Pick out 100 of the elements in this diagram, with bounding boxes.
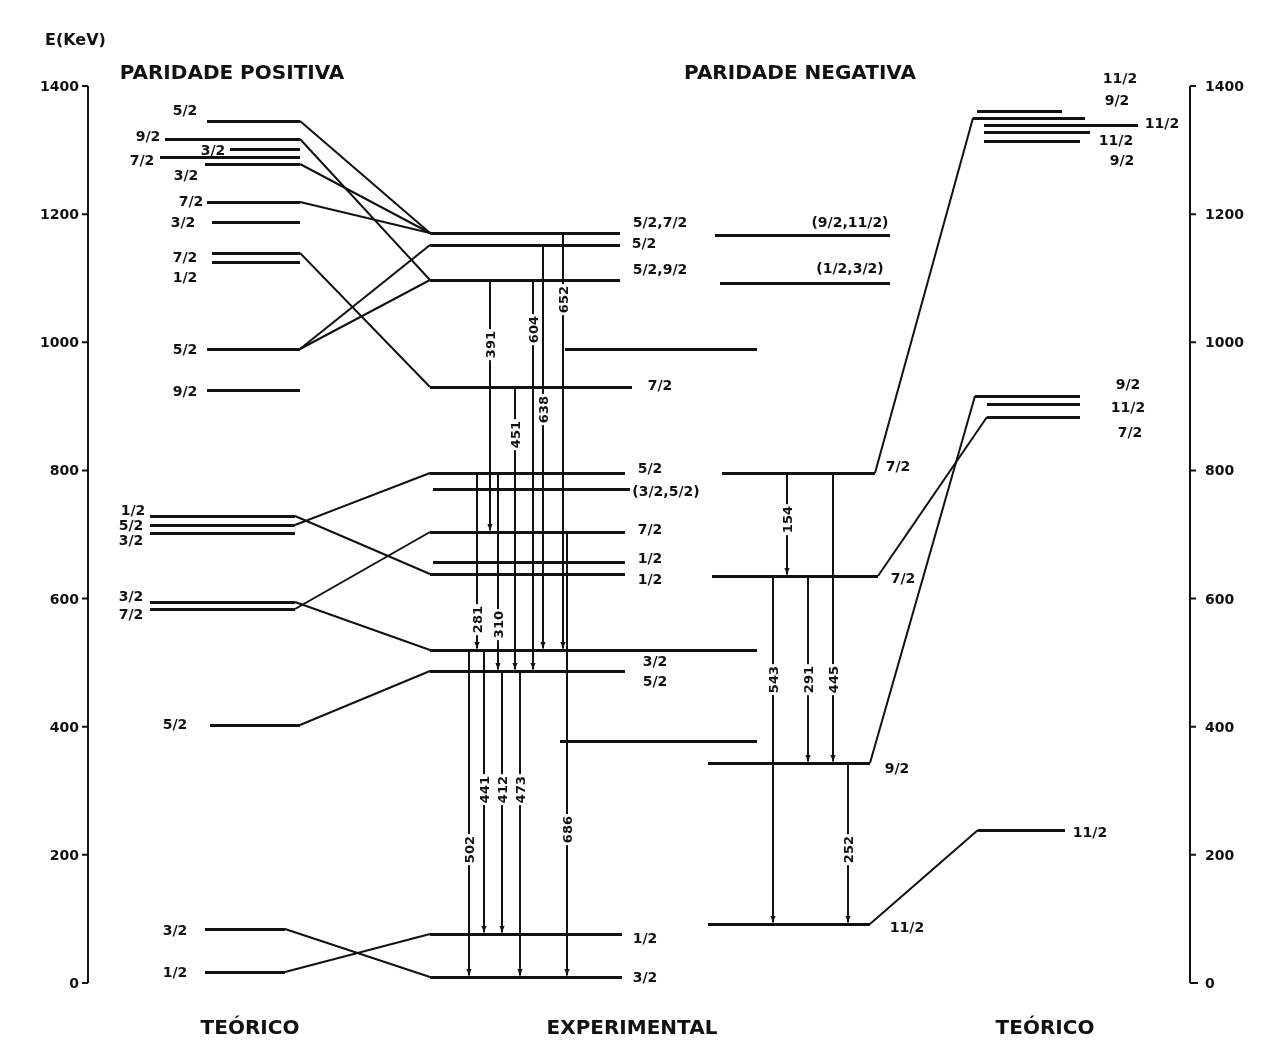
heading-text: TEÓRICO — [200, 1017, 300, 1037]
energy-level-line — [430, 669, 625, 673]
spin-label: 3/2 — [632, 970, 658, 984]
energy-level-line — [207, 119, 300, 123]
transition-arrow — [512, 387, 518, 671]
edge-label: 502 — [462, 834, 476, 866]
correlation-line — [299, 252, 431, 388]
correlation-line — [294, 531, 431, 610]
spin-label: 3/2 — [162, 923, 188, 937]
energy-level-line — [433, 560, 625, 564]
energy-level-line — [430, 385, 632, 389]
axis-tick-label: 0 — [1205, 976, 1215, 990]
edge-label: 473 — [513, 774, 527, 806]
correlation-line — [869, 829, 979, 925]
energy-level-line — [212, 220, 300, 224]
energy-level-line — [165, 137, 300, 141]
energy-level-line — [978, 828, 1065, 832]
energy-level-line — [205, 162, 300, 166]
spin-label: 1/2 — [637, 551, 663, 565]
spin-label: 7/2 — [890, 571, 916, 585]
spin-label: 11/2 — [1102, 71, 1138, 85]
transition-arrow — [499, 671, 505, 934]
spin-label: 3/2 — [170, 215, 196, 229]
spin-label: (3/2,5/2) — [632, 484, 700, 498]
energy-level-line — [708, 922, 870, 926]
spin-label: 5/2 — [172, 103, 198, 117]
energy-level-line — [433, 487, 630, 491]
spin-label: 3/2 — [118, 589, 144, 603]
spin-label: 1/2 — [637, 572, 663, 586]
spin-label: 5/2 — [118, 518, 144, 532]
edge-label: 310 — [491, 609, 505, 641]
edge-label: 543 — [766, 664, 780, 696]
energy-level-line — [150, 531, 295, 535]
spin-label: 1/2 — [172, 270, 198, 284]
edge-label: 441 — [477, 774, 491, 806]
energy-level-line — [210, 723, 300, 727]
edge-label: 412 — [495, 774, 509, 806]
correlation-line — [299, 163, 431, 234]
spin-label: 11/2 — [1098, 133, 1134, 147]
energy-level-line — [977, 109, 1062, 113]
energy-level-line — [212, 260, 300, 264]
heading-text: TEÓRICO — [995, 1017, 1095, 1037]
axis-tick-label: 1200 — [40, 207, 79, 222]
correlation-line — [299, 670, 431, 726]
correlation-line — [869, 395, 976, 764]
spin-label: 7/2 — [178, 194, 204, 208]
spin-label: 11/2 — [1072, 825, 1108, 839]
spin-label: 5/2 — [172, 342, 198, 356]
edge-label: 281 — [470, 604, 484, 636]
energy-level-line — [720, 281, 890, 285]
spin-label: 9/2 — [1109, 153, 1135, 167]
spin-label: 5/2,7/2 — [632, 215, 688, 229]
correlation-line — [294, 601, 431, 651]
edge-label: 291 — [801, 664, 815, 696]
energy-level-line — [150, 514, 295, 518]
axis-tick-label: 600 — [49, 591, 79, 606]
transition-arrow — [481, 650, 487, 934]
energy-level-line — [987, 415, 1080, 419]
energy-level-line — [722, 471, 875, 475]
spin-label: 7/2 — [647, 378, 673, 392]
edge-label: 451 — [508, 419, 522, 451]
spin-label: 9/2 — [172, 384, 198, 398]
energy-level-line — [205, 927, 285, 931]
transition-arrow — [517, 671, 523, 977]
edge-label: 638 — [536, 394, 550, 426]
transition-arrow — [466, 650, 472, 977]
correlation-line — [877, 416, 988, 577]
axis-tick-label: 1200 — [1205, 207, 1244, 222]
energy-level-line — [430, 231, 620, 235]
energy-level-line — [150, 600, 295, 604]
spin-label: 1/2 — [632, 931, 658, 945]
energy-level-line — [973, 116, 1085, 120]
axis-tick-label: 1000 — [1205, 335, 1244, 350]
axis-tick-label: 800 — [1205, 463, 1235, 478]
spin-label: 3/2 — [642, 654, 668, 668]
spin-label: (1/2,3/2) — [816, 261, 884, 275]
energy-level-line — [150, 607, 295, 611]
spin-label: 1/2 — [120, 503, 146, 517]
transition-arrow — [530, 280, 536, 671]
axis-tick-label: 0 — [69, 976, 79, 990]
axis-tick-label: 200 — [49, 847, 79, 862]
edge-label: 252 — [841, 834, 855, 866]
spin-label: 3/2 — [118, 533, 144, 547]
spin-label: 5/2 — [162, 717, 188, 731]
spin-label: 7/2 — [885, 459, 911, 473]
edge-label: 604 — [526, 314, 540, 346]
energy-level-line — [430, 975, 622, 979]
spin-label: 7/2 — [172, 250, 198, 264]
energy-level-line — [712, 574, 878, 578]
transition-arrow — [560, 233, 566, 650]
correlation-line — [294, 515, 431, 575]
energy-level-line — [430, 932, 622, 936]
correlation-line — [874, 117, 974, 474]
energy-level-line — [230, 147, 300, 151]
energy-level-line — [984, 123, 1138, 127]
energy-level-line — [430, 471, 625, 475]
correlation-line — [299, 279, 431, 350]
energy-level-line — [565, 347, 757, 351]
spin-label: 5/2,9/2 — [632, 262, 688, 276]
correlation-line — [299, 201, 431, 234]
